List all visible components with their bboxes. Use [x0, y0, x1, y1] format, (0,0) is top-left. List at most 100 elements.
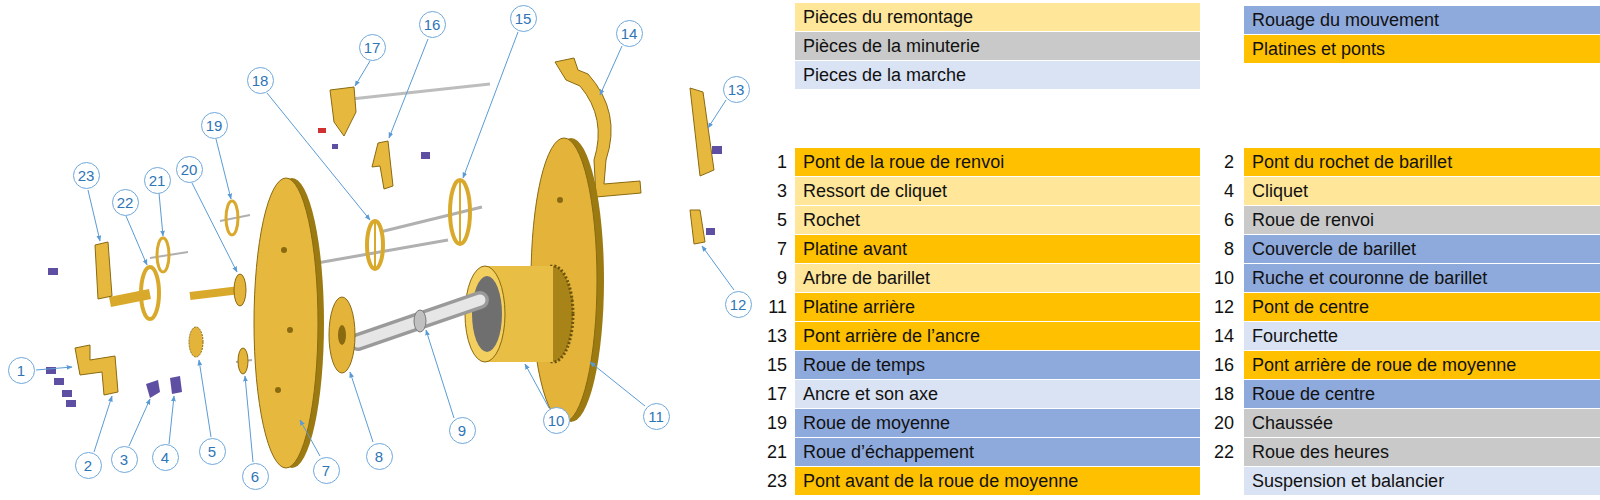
part-name: Pont avant de la roue de moyenne — [803, 471, 1078, 492]
barrel-rim — [465, 266, 505, 362]
leader-line — [426, 330, 454, 418]
front-third-wheel-bridge — [95, 242, 112, 299]
row-number-cell: 2 — [1192, 148, 1234, 176]
leader-line — [590, 362, 645, 406]
callout-circle: 19 — [201, 112, 228, 139]
leader-line — [350, 372, 373, 442]
callout-circle: 15 — [510, 5, 537, 32]
callout-circle: 7 — [313, 457, 340, 484]
part-name: Roue de renvoi — [1252, 210, 1374, 231]
row-number: 7 — [777, 239, 787, 259]
leader-lines — [36, 32, 734, 462]
part-name-band: Chaussée — [1244, 409, 1600, 437]
part-name: Rochet — [803, 210, 860, 231]
callout-number: 13 — [728, 81, 745, 98]
callout-circle: 22 — [112, 189, 139, 216]
part-name-band: Roue de centre — [1244, 380, 1600, 408]
rear-third-wheel-bridge — [372, 141, 393, 189]
row-number-cell: 10 — [1192, 264, 1234, 292]
callout-circle: 9 — [449, 417, 476, 444]
cannon-pinion-tube — [190, 290, 240, 296]
callout-number: 12 — [730, 296, 747, 313]
leader-line — [216, 139, 231, 199]
legend-swatch: Pieces de la marche — [795, 61, 1200, 89]
callout-number: 6 — [251, 468, 259, 485]
center-bridge — [690, 210, 705, 244]
part-name: Arbre de barillet — [803, 268, 930, 289]
callout-number: 16 — [424, 16, 441, 33]
row-number-cell: 18 — [1192, 380, 1234, 408]
part-name: Roue de centre — [1252, 384, 1375, 405]
part-name: Cliquet — [1252, 181, 1308, 202]
plate-hole — [281, 247, 287, 253]
callout-number: 14 — [621, 25, 638, 42]
callout-circle: 16 — [419, 11, 446, 38]
row-number: 3 — [777, 181, 787, 201]
callout-circle: 4 — [152, 444, 179, 471]
pallet-fork — [330, 87, 356, 136]
part-name: Platine avant — [803, 239, 907, 260]
callout-number: 18 — [252, 72, 269, 89]
row-number-cell: 17 — [745, 380, 787, 408]
barrel-arbor-highlight — [358, 300, 480, 342]
legend-text: Platines et ponts — [1252, 39, 1385, 60]
callout-circle: 6 — [242, 463, 269, 490]
leader-line — [199, 360, 211, 437]
legend-swatch: Pièces du remontage — [795, 3, 1200, 31]
leader-line — [702, 246, 734, 290]
leader-line — [300, 420, 320, 456]
callout-number: 1 — [17, 362, 25, 379]
screw — [421, 152, 430, 159]
front-plate — [254, 178, 318, 468]
callout-circle: 23 — [73, 162, 100, 189]
callout-circle: 17 — [359, 34, 386, 61]
row-number-cell: 5 — [745, 206, 787, 234]
part-name-band: Ancre et son axe — [795, 380, 1200, 408]
part-name-band: Roue de renvoi — [1244, 206, 1600, 234]
row-number: 8 — [1224, 239, 1234, 259]
row-number: 11 — [768, 297, 787, 317]
leader-line — [88, 190, 100, 241]
row-number-cell: 20 — [1192, 409, 1234, 437]
row-number: 10 — [1214, 268, 1234, 288]
barrel-cover — [329, 297, 355, 373]
row-number-cell: 14 — [1192, 322, 1234, 350]
part-name-band: Pont de la roue de renvoi — [795, 148, 1200, 176]
leader-line — [169, 396, 174, 444]
row-number-cell: 16 — [1192, 351, 1234, 379]
screw — [48, 268, 58, 275]
row-number: 20 — [1214, 413, 1234, 433]
arbor-collar — [414, 310, 426, 332]
part-name-band: Pont de centre — [1244, 293, 1600, 321]
callout-circle: 8 — [366, 443, 393, 470]
leader-line — [463, 32, 518, 178]
callout-number: 19 — [206, 117, 223, 134]
plate-hole — [275, 387, 281, 393]
part-name: Roue de temps — [803, 355, 925, 376]
ratchet-wheel — [189, 327, 203, 357]
row-number: 13 — [767, 326, 787, 346]
wheel-spoke — [459, 182, 461, 242]
cover-hole — [338, 325, 346, 345]
row-number: 9 — [777, 268, 787, 288]
row-number: 16 — [1214, 355, 1234, 375]
part-name: Pont du rochet de barillet — [1252, 152, 1452, 173]
pallet-pin — [318, 128, 326, 133]
leader-line — [36, 367, 72, 370]
row-number-cell: 9 — [745, 264, 787, 292]
row-number-cell: 12 — [1192, 293, 1234, 321]
callout-circle: 12 — [725, 291, 752, 318]
part-name-band: Pont avant de la roue de moyenne — [795, 467, 1200, 495]
row-number-cell: 8 — [1192, 235, 1234, 263]
part-name: Suspension et balancier — [1252, 471, 1444, 492]
row-number: 22 — [1214, 442, 1234, 462]
row-number: 2 — [1224, 152, 1234, 172]
callout-circle: 3 — [111, 446, 138, 473]
part-name: Chaussée — [1252, 413, 1333, 434]
part-name-band: Roue d’échappement — [795, 438, 1200, 466]
cannon-pinion — [234, 274, 246, 306]
legend-text: Pieces de la marche — [803, 65, 966, 86]
part-name: Ancre et son axe — [803, 384, 938, 405]
part-name-band: Pont du rochet de barillet — [1244, 148, 1600, 176]
callout-number: 21 — [149, 172, 166, 189]
